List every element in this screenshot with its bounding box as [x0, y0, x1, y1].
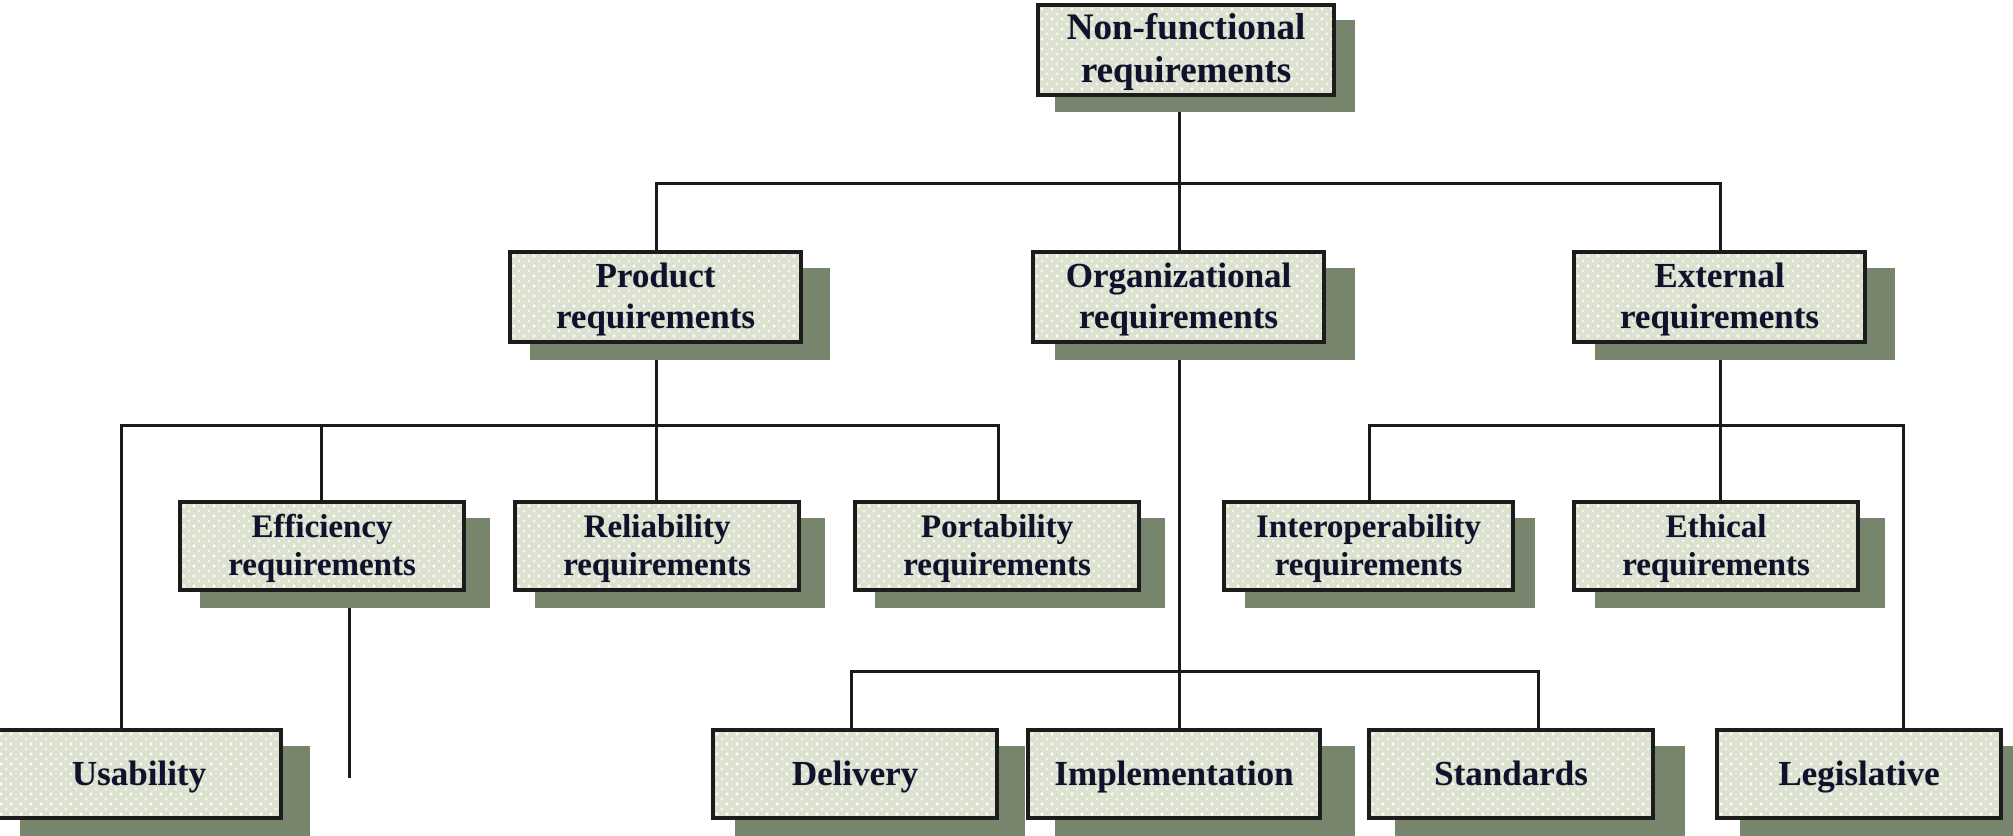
- node-label: Portability requirements: [903, 508, 1091, 583]
- node-label: Ethical requirements: [1622, 508, 1810, 583]
- node-label: Implementation: [1054, 753, 1294, 793]
- edge-to-organizational: [1178, 182, 1181, 250]
- diagram-canvas: Non-functional requirements Product requ…: [0, 3, 2013, 836]
- edge-product-to-usability: [120, 424, 123, 728]
- edge-product-to-efficiency: [320, 424, 323, 500]
- node-box[interactable]: Product requirements: [508, 250, 803, 344]
- node-box[interactable]: Usability: [0, 728, 283, 820]
- node-label: Usability: [71, 753, 207, 793]
- node-label: External requirements: [1620, 256, 1819, 336]
- node-label: Efficiency requirements: [228, 508, 416, 583]
- node-label: Delivery: [791, 753, 919, 793]
- edge-product-stem: [655, 358, 658, 426]
- edge-product-bus: [120, 424, 1000, 427]
- node-label: Legislative: [1778, 753, 1940, 793]
- edge-organizational-stem: [1178, 358, 1181, 672]
- node-box[interactable]: Delivery: [711, 728, 999, 820]
- node-box[interactable]: Implementation: [1026, 728, 1322, 820]
- edge-product-to-reliability: [655, 424, 658, 500]
- edge-external-to-legislative: [1902, 424, 1905, 728]
- edge-to-external: [1719, 182, 1722, 250]
- node-box[interactable]: Efficiency requirements: [178, 500, 466, 592]
- edge-org-to-standards: [1537, 670, 1540, 728]
- node-box[interactable]: External requirements: [1572, 250, 1867, 344]
- edge-external-bus: [1368, 424, 1905, 427]
- edge-root-stem: [1178, 96, 1181, 184]
- node-box[interactable]: Ethical requirements: [1572, 500, 1860, 592]
- edge-level2-bus: [655, 182, 1722, 185]
- node-box[interactable]: Standards: [1367, 728, 1655, 820]
- node-label: Standards: [1434, 753, 1588, 793]
- edge-external-to-ethical: [1719, 424, 1722, 500]
- node-box[interactable]: Non-functional requirements: [1036, 3, 1336, 97]
- edge-to-product: [655, 182, 658, 250]
- node-box[interactable]: Organizational requirements: [1031, 250, 1326, 344]
- node-box[interactable]: Legislative: [1715, 728, 2003, 820]
- edge-external-stem: [1719, 358, 1722, 426]
- node-label: Reliability requirements: [563, 508, 751, 583]
- edge-product-to-portability: [997, 424, 1000, 500]
- edge-org-to-implementation: [1178, 670, 1181, 728]
- node-label: Product requirements: [556, 256, 755, 336]
- node-label: Organizational requirements: [1065, 256, 1292, 336]
- node-label: Non-functional requirements: [1066, 7, 1306, 91]
- edge-organizational-bus: [850, 670, 1540, 673]
- node-label: Interoperability requirements: [1256, 508, 1481, 583]
- node-box[interactable]: Interoperability requirements: [1222, 500, 1515, 592]
- node-box[interactable]: Reliability requirements: [513, 500, 801, 592]
- node-box[interactable]: Portability requirements: [853, 500, 1141, 592]
- edge-efficiency-stem: [348, 606, 351, 778]
- edge-external-to-interoperability: [1368, 424, 1371, 500]
- edge-org-to-delivery: [850, 670, 853, 728]
